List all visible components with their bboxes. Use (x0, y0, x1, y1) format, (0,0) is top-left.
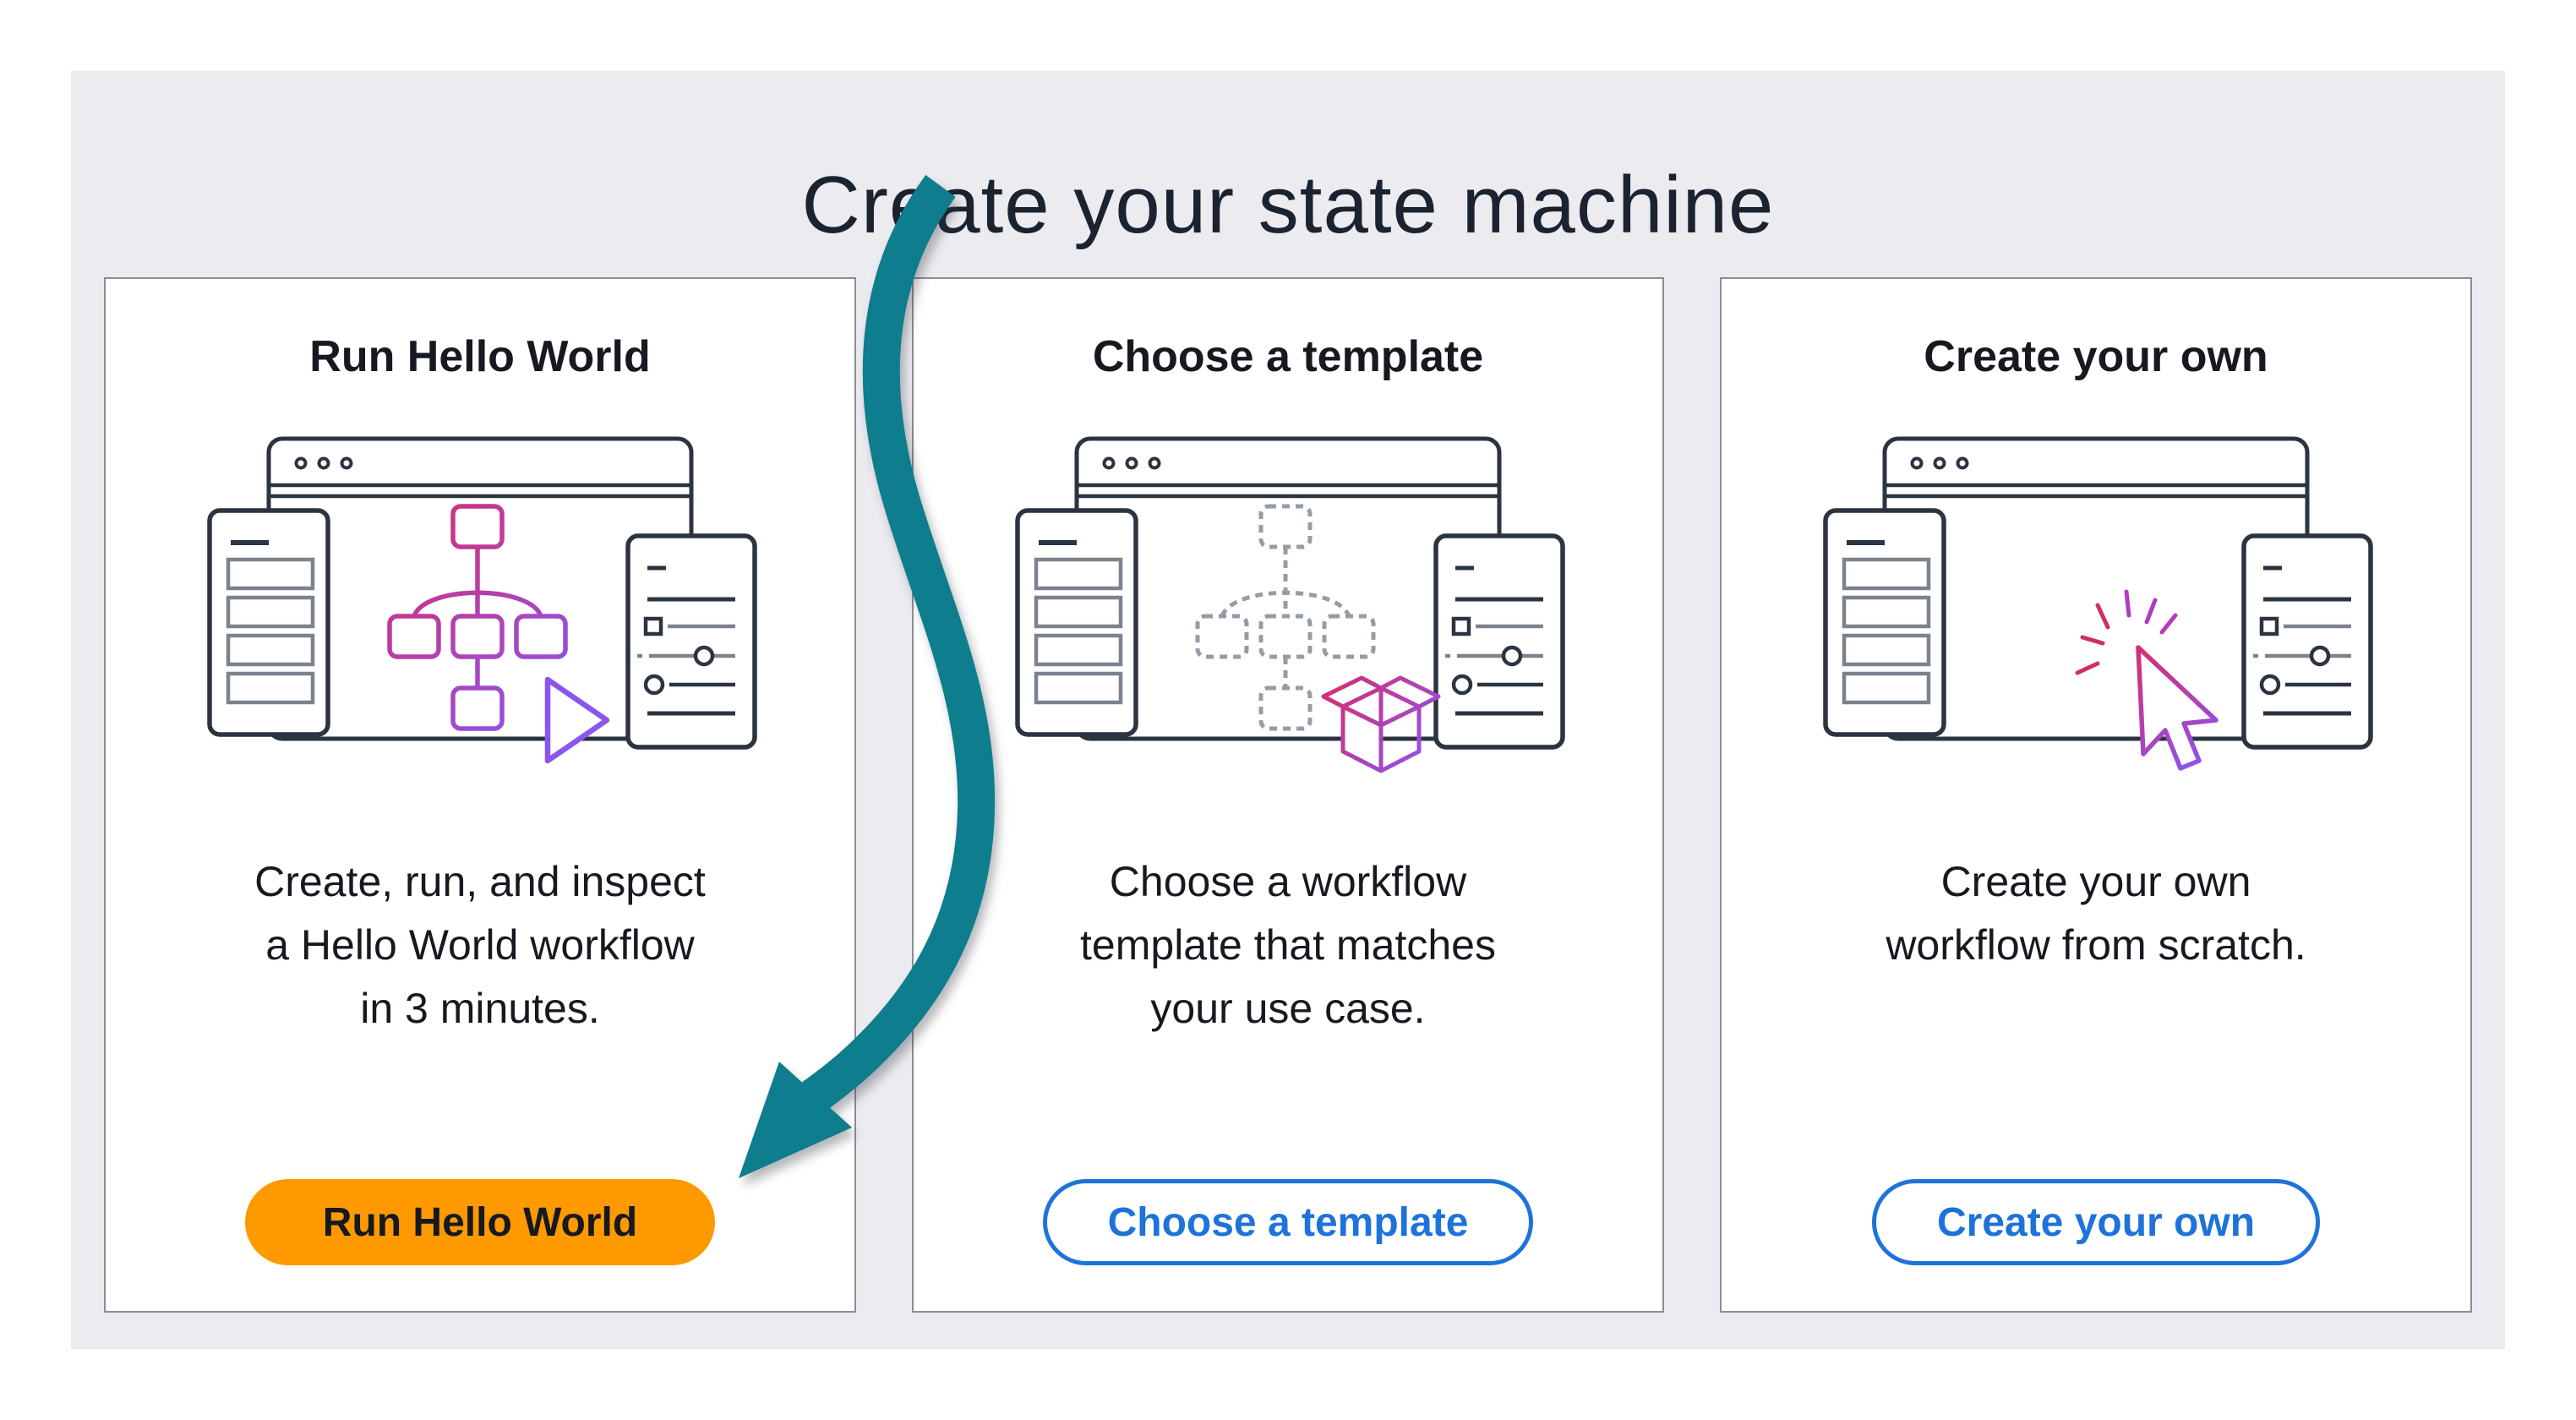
workflow-graph-icon (387, 504, 568, 731)
create-your-own-illustration (1800, 426, 2392, 771)
page-title: Create your state machine (801, 160, 1775, 250)
open-box-icon (1321, 675, 1441, 773)
card-run-hello-world: Run Hello World (104, 277, 856, 1313)
choose-a-template-button[interactable]: Choose a template (1042, 1179, 1534, 1265)
card-description: Create, run, and inspect a Hello World w… (254, 858, 706, 1032)
card-title: Choose a template (1092, 332, 1484, 381)
run-hello-world-button[interactable]: Run Hello World (244, 1179, 716, 1265)
cursor-icon (2136, 645, 2219, 771)
card-title: Create your own (1924, 332, 2268, 381)
click-spark-lines (2075, 589, 2178, 675)
template-illustration (992, 426, 1584, 773)
create-your-own-button[interactable]: Create your own (1871, 1179, 2321, 1265)
card-choose-a-template: Choose a template (912, 277, 1664, 1313)
card-title: Run Hello World (309, 332, 651, 381)
card-description: Create your own workflow from scratch. (1886, 858, 2306, 969)
play-icon (544, 676, 610, 764)
card-description: Choose a workflow template that matches … (1080, 858, 1496, 1032)
dashed-workflow-graph-icon (1195, 504, 1376, 731)
create-state-machine-panel: Create your state machine Run Hello Worl… (71, 71, 2505, 1349)
card-row: Run Hello World (103, 277, 2473, 1313)
workflow-play-illustration (184, 426, 776, 764)
card-create-your-own: Create your own (1720, 277, 2472, 1313)
